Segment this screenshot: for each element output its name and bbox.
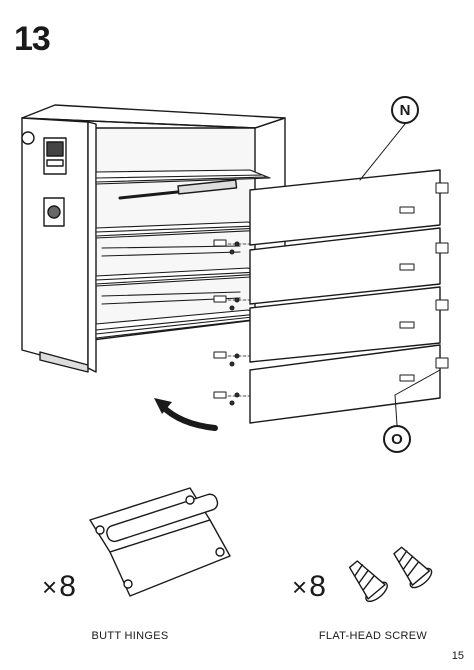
screw-quantity-value: 8 [309,570,326,603]
control-panel [21,131,67,227]
page-number: 15 [451,650,464,662]
multiplier-sign: × [42,572,58,602]
rotation-arrow [154,398,218,431]
hinge-label: BUTT HINGES [91,630,169,642]
step-number: 13 [14,20,51,58]
hinge-quantity-value: 8 [59,570,76,603]
door-slots [399,206,415,382]
heating-rod [118,179,238,200]
shelves [95,169,271,339]
hinge-quantity: ×8 [42,572,76,602]
screw-quantity: ×8 [292,572,326,602]
multiplier-sign: × [292,572,308,602]
door-hinges [435,182,449,369]
alignment-lines [227,243,251,397]
callout-o: O [383,425,411,453]
screw-label: FLAT-HEAD SCREW [318,630,428,642]
door-panels [249,169,441,424]
callout-n: N [391,96,419,124]
